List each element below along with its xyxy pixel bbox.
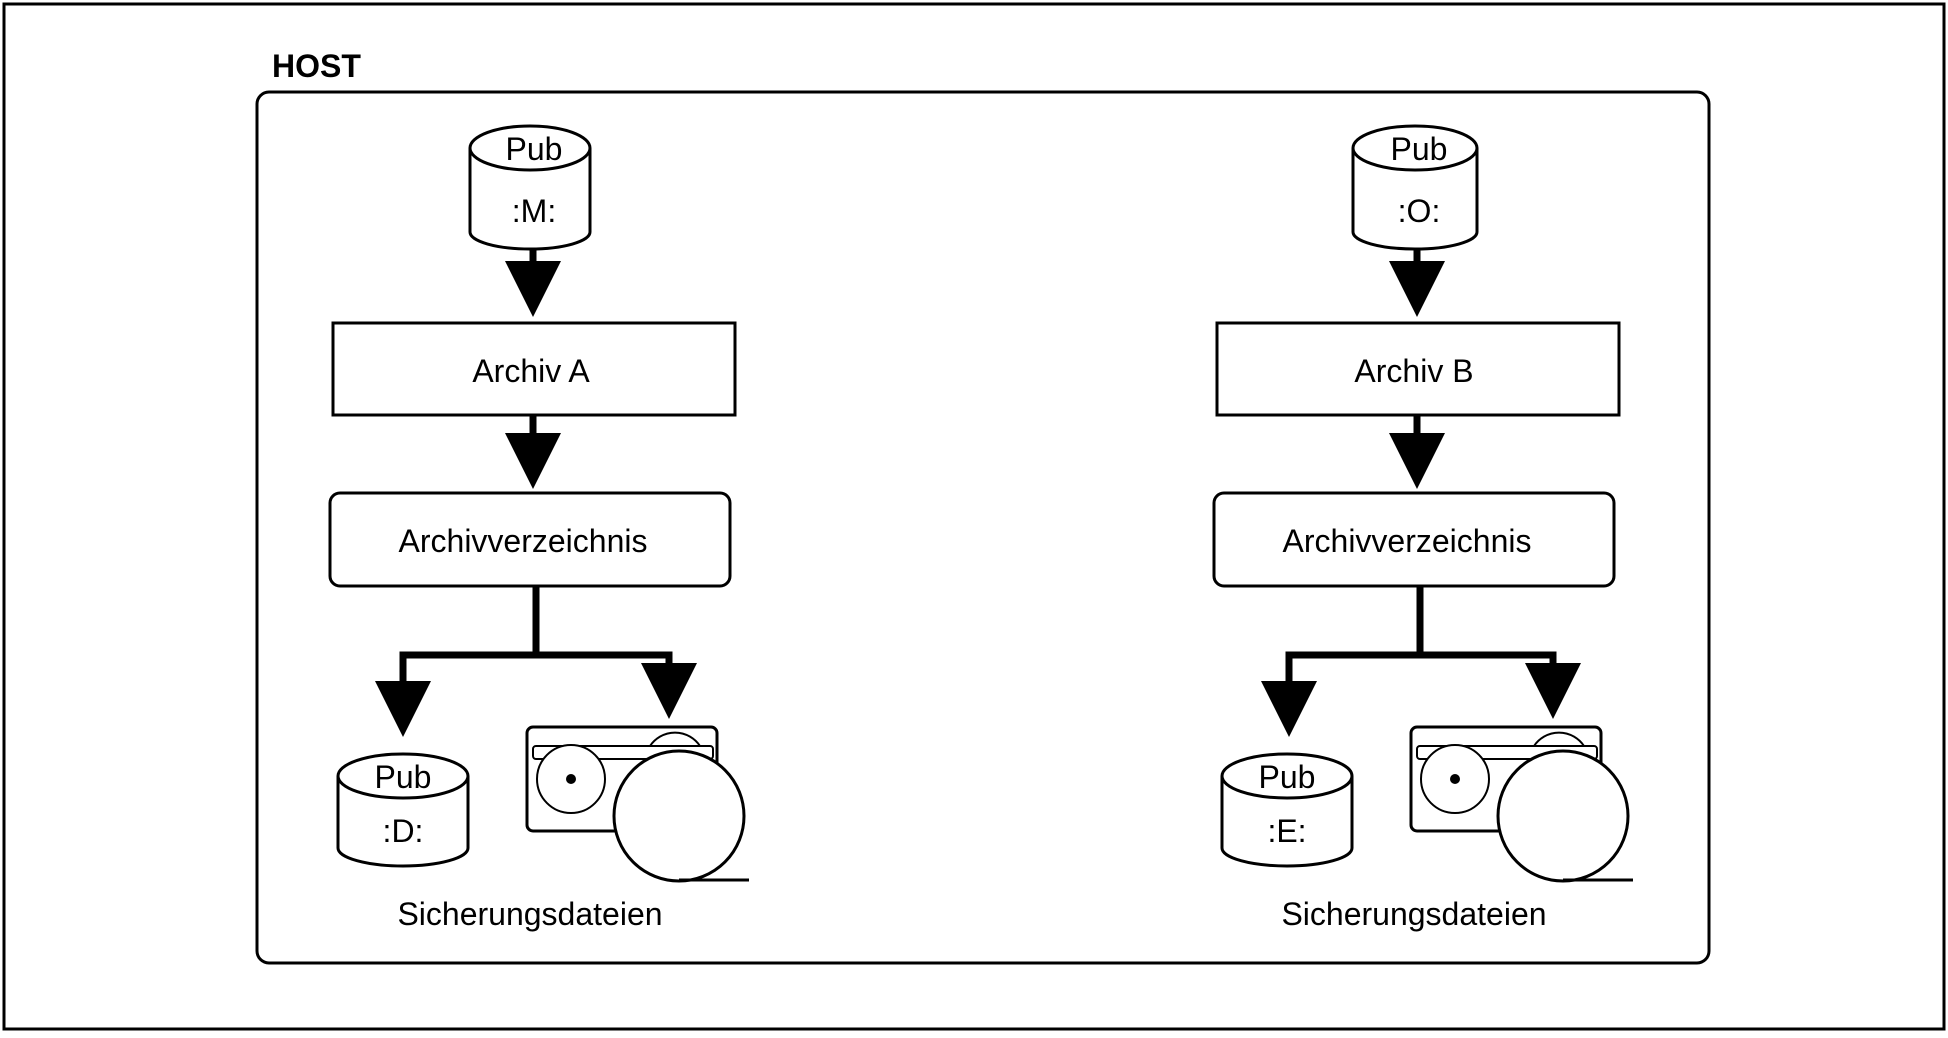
source-disk-top-label: Pub — [1391, 131, 1448, 167]
directory-label: Archivverzeichnis — [399, 523, 648, 559]
host-container — [255, 90, 1711, 965]
source-disk-o-icon: Pub :O: — [1351, 124, 1479, 251]
directory-label: Archivverzeichnis — [1283, 523, 1532, 559]
source-disk-bottom-label: :O: — [1398, 193, 1441, 229]
arrow-directory-to-backup-disk — [375, 586, 540, 737]
source-disk-top-label: Pub — [506, 131, 563, 167]
column-a: Pub :M: Archiv A Archivverzeichnis Pub :… — [328, 124, 749, 932]
archive-box — [331, 321, 737, 417]
backup-disk-top-label: Pub — [375, 759, 432, 795]
backup-disk-bottom-label: :D: — [383, 813, 424, 849]
column-b: Pub :O: Archiv B Archivverzeichnis Pub :… — [1212, 124, 1633, 932]
directory-box — [1212, 491, 1616, 588]
archive-box — [1215, 321, 1621, 417]
tape-drive-icon — [525, 725, 749, 883]
backup-disk-bottom-label: :E: — [1267, 813, 1306, 849]
directory-box — [328, 491, 732, 588]
backup-disk-d-icon: Pub :D: — [336, 752, 470, 868]
backup-files-caption: Sicherungsdateien — [1281, 896, 1546, 932]
backup-disk-top-label: Pub — [1259, 759, 1316, 795]
archive-label: Archiv B — [1354, 353, 1473, 389]
backup-files-caption: Sicherungsdateien — [397, 896, 662, 932]
arrow-directory-to-tape — [1420, 651, 1581, 719]
arrow-directory-to-backup-disk — [1261, 586, 1424, 737]
source-disk-m-icon: Pub :M: — [468, 124, 592, 251]
arrow-directory-to-tape — [536, 651, 697, 719]
tape-drive-icon — [1409, 725, 1633, 883]
backup-disk-e-icon: Pub :E: — [1220, 752, 1354, 868]
archive-label: Archiv A — [472, 353, 590, 389]
host-label: HOST — [272, 48, 361, 84]
source-disk-bottom-label: :M: — [512, 193, 556, 229]
